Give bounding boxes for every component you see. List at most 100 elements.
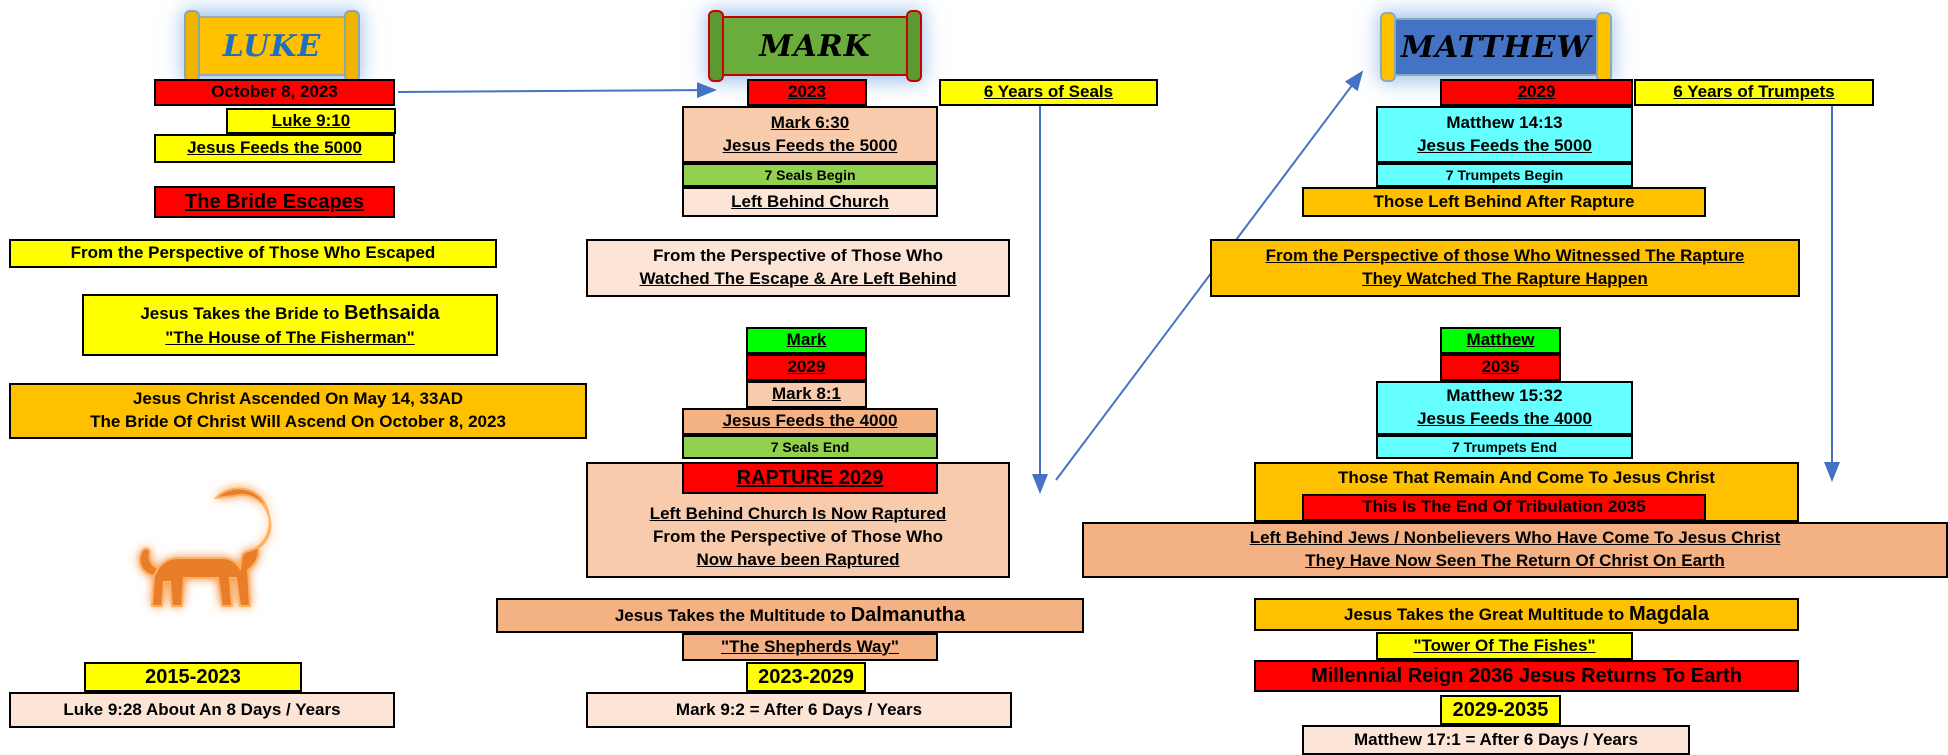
- matthew-ref2: Matthew 15:32: [1446, 386, 1563, 406]
- matthew-year1: 2029: [1517, 82, 1556, 102]
- mark-seals-end: 7 Seals End: [770, 438, 850, 455]
- luke-ascended-line1: Jesus Christ Ascended On May 14, 33AD: [132, 389, 464, 409]
- mark-years-box: 2023-2029: [746, 662, 866, 692]
- matthew-millennial: Millennial Reign 2036 Jesus Returns To E…: [1311, 664, 1742, 687]
- matthew-jews-line2: They Have Now Seen The Return Of Christ …: [1305, 551, 1725, 570]
- matthew-perspective-line1: From the Perspective of those Who Witnes…: [1265, 246, 1745, 266]
- mark-year2: 2029: [787, 357, 826, 377]
- lion-icon: [138, 487, 272, 607]
- luke-transfig: Luke 9:28 About An 8 Days / Years: [63, 699, 341, 719]
- mark-label2-box: Mark: [746, 327, 867, 354]
- matthew-year1-box: 2029: [1440, 79, 1633, 106]
- luke-date: October 8, 2023: [211, 82, 338, 102]
- matthew-feeds2: Jesus Feeds the 4000: [1417, 409, 1592, 428]
- luke-bride-escapes: The Bride Escapes: [185, 190, 364, 213]
- matthew-trumpets-years: 6 Years of Trumpets: [1673, 82, 1835, 102]
- matthew-label2: Matthew: [1466, 330, 1535, 350]
- matthew-trumpets-begin: 7 Trumpets Begin: [1445, 166, 1564, 183]
- mark-seals-begin-box: 7 Seals Begin: [682, 163, 938, 187]
- luke-feeds-box: Jesus Feeds the 5000: [154, 134, 395, 163]
- arrow-luke-to-mark: [397, 82, 717, 99]
- matthew-trumpets-years-box: 6 Years of Trumpets: [1634, 79, 1874, 106]
- matthew-title: MATTHEW: [1400, 29, 1592, 65]
- matthew-feeds2-box: Matthew 15:32 Jesus Feeds the 4000: [1376, 381, 1633, 435]
- mark-transfig: Mark 9:2 = After 6 Days / Years: [675, 699, 923, 719]
- matthew-remain: Those That Remain And Come To Jesus Chri…: [1338, 468, 1715, 487]
- mark-seals-years-box: 6 Years of Seals: [939, 79, 1158, 106]
- matthew-label2-box: Matthew: [1440, 327, 1561, 354]
- matthew-feeds1: Jesus Feeds the 5000: [1417, 135, 1592, 155]
- mark-years: 2023-2029: [758, 665, 854, 688]
- luke-bride-escapes-box: The Bride Escapes: [154, 186, 395, 218]
- mark-raptured-line3: Now have been Raptured: [696, 550, 900, 570]
- matthew-tower-box: "Tower Of The Fishes": [1376, 632, 1633, 660]
- mark-dalmanutha-box: Jesus Takes the Multitude to Dalmanutha: [496, 598, 1084, 633]
- mark-seals-begin: 7 Seals Begin: [764, 166, 856, 183]
- matthew-years: 2029-2035: [1452, 698, 1549, 721]
- mark-feeds2-box: Jesus Feeds the 4000: [682, 408, 938, 435]
- matthew-remain-box: Those That Remain And Come To Jesus Chri…: [1254, 462, 1799, 522]
- mark-seals-end-box: 7 Seals End: [682, 435, 938, 459]
- luke-transfig-box: Luke 9:28 About An 8 Days / Years: [9, 692, 395, 728]
- mark-raptured-line1: Left Behind Church Is Now Raptured: [649, 504, 947, 524]
- luke-bethsaida-box: Jesus Takes the Bride to Bethsaida "The …: [82, 294, 498, 356]
- mark-raptured-line2: From the Perspective of Those Who: [653, 527, 943, 547]
- mark-year1-box: 2023: [747, 79, 867, 106]
- matthew-ref1: Matthew 14:13: [1446, 112, 1563, 132]
- luke-bethsaida-line2: "The House of The Fisherman": [165, 328, 415, 348]
- matthew-millennial-box: Millennial Reign 2036 Jesus Returns To E…: [1254, 660, 1799, 692]
- luke-perspective: From the Perspective of Those Who Escape…: [70, 243, 436, 263]
- matthew-year2-box: 2035: [1440, 354, 1561, 381]
- mark-seals-years: 6 Years of Seals: [983, 82, 1114, 102]
- luke-ref-box: Luke 9:10: [226, 108, 396, 134]
- matthew-end-trib-box: This Is The End Of Tribulation 2035: [1302, 494, 1706, 521]
- mark-label2: Mark: [786, 330, 827, 350]
- matthew-magdala-box: Jesus Takes the Great Multitude to Magda…: [1254, 598, 1799, 631]
- mark-ref1: Mark 6:30: [770, 112, 850, 132]
- mark-rapture: RAPTURE 2029: [736, 466, 884, 489]
- mark-perspective-box: From the Perspective of Those Who Watche…: [586, 239, 1010, 297]
- luke-ascended-box: Jesus Christ Ascended On May 14, 33AD Th…: [9, 383, 587, 439]
- matthew-end-trib: This Is The End Of Tribulation 2035: [1362, 497, 1646, 517]
- mark-feeds2: Jesus Feeds the 4000: [722, 411, 898, 431]
- luke-years-box: 2015-2023: [84, 662, 302, 692]
- luke-years: 2015-2023: [145, 665, 241, 688]
- arrow-mark-to-matthew: [1055, 70, 1364, 481]
- matthew-transfig-box: Matthew 17:1 = After 6 Days / Years: [1302, 725, 1690, 755]
- matthew-left-behind: Those Left Behind After Rapture: [1373, 191, 1635, 211]
- mark-shepherds: "The Shepherds Way": [721, 636, 899, 656]
- mark-scroll-title: MARK: [708, 10, 922, 82]
- matthew-transfig: Matthew 17:1 = After 6 Days / Years: [1354, 729, 1638, 749]
- luke-perspective-box: From the Perspective of Those Who Escape…: [9, 239, 497, 268]
- mark-year2-box: 2029: [746, 354, 867, 381]
- matthew-magdala-place: Magdala: [1628, 603, 1709, 625]
- matthew-year2: 2035: [1481, 357, 1520, 377]
- mark-year1: 2023: [788, 82, 826, 102]
- matthew-trumpets-end: 7 Trumpets End: [1451, 438, 1558, 455]
- mark-perspective-line1: From the Perspective of Those Who: [653, 246, 943, 266]
- luke-ascended-line2: The Bride Of Christ Will Ascend On Octob…: [90, 412, 506, 431]
- matthew-tower: "Tower Of The Fishes": [1413, 635, 1596, 655]
- luke-bethsaida-line1: Jesus Takes the Bride to Bethsaida: [140, 302, 440, 325]
- luke-scroll-title: LUKE: [184, 10, 360, 82]
- luke-title: LUKE: [222, 28, 322, 64]
- matthew-left-behind-box: Those Left Behind After Rapture: [1302, 187, 1706, 217]
- matthew-trumpets-begin-box: 7 Trumpets Begin: [1376, 163, 1633, 187]
- mark-ref2: Mark 8:1: [772, 384, 841, 404]
- matthew-jews-box: Left Behind Jews / Nonbelievers Who Have…: [1082, 522, 1948, 578]
- matthew-years-box: 2029-2035: [1440, 695, 1561, 725]
- luke-feeds: Jesus Feeds the 5000: [187, 138, 362, 158]
- mark-feeds1: Jesus Feeds the 5000: [722, 135, 898, 155]
- matthew-feeds1-box: Matthew 14:13 Jesus Feeds the 5000: [1376, 106, 1633, 163]
- luke-bethsaida-place: Bethsaida: [344, 302, 440, 325]
- matthew-jews-line1: Left Behind Jews / Nonbelievers Who Have…: [1249, 528, 1781, 548]
- mark-left-behind: Left Behind Church: [731, 191, 889, 211]
- matthew-scroll-title: MATTHEW: [1380, 12, 1612, 82]
- mark-left-behind-box: Left Behind Church: [682, 187, 938, 217]
- matthew-trumpets-end-box: 7 Trumpets End: [1376, 435, 1633, 459]
- mark-feeds1-box: Mark 6:30 Jesus Feeds the 5000: [682, 106, 938, 163]
- luke-ref: Luke 9:10: [271, 110, 351, 130]
- mark-title: MARK: [759, 28, 871, 64]
- luke-date-box: October 8, 2023: [154, 79, 395, 106]
